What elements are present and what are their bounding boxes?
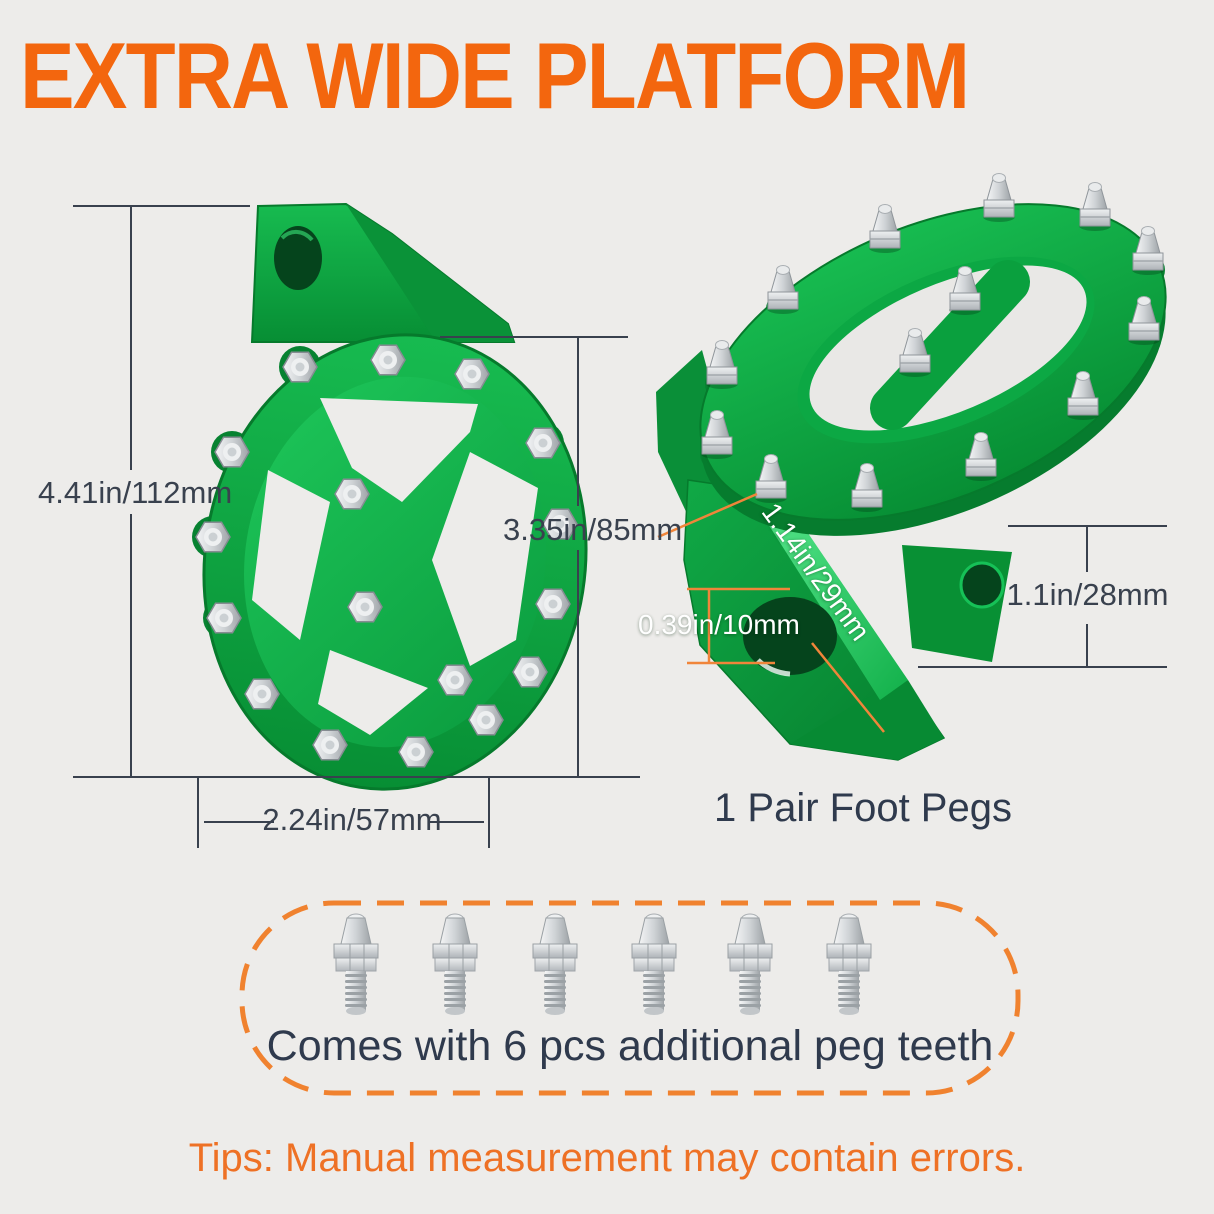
page-title: EXTRA WIDE PLATFORM <box>20 23 970 128</box>
side-threaded-hole <box>959 561 1005 609</box>
platform3d-center-brace <box>870 260 1030 430</box>
included-parts-caption: Comes with 6 pcs additional peg teeth <box>266 1022 994 1070</box>
dimension-label-height: 4.41in/112mm <box>38 475 233 510</box>
dimension-label-width: 2.24in/57mm <box>262 802 442 837</box>
annotation-lines-orange <box>657 492 885 733</box>
dimension-lines <box>73 205 1167 848</box>
included-parts-dashed-box <box>239 900 1021 1096</box>
footpeg-body <box>656 350 1012 761</box>
peg-tooth-bolt-icon <box>333 913 379 1016</box>
peg-tooth-bolt-icon <box>826 913 872 1016</box>
pair-caption: 1 Pair Foot Pegs <box>714 786 1012 830</box>
dimension-label-platform: 3.35in/85mm <box>503 512 683 547</box>
footpeg-mount-bracket <box>250 202 516 343</box>
dimension-label-hole: 0.39in/10mm <box>638 609 800 640</box>
peg-tooth-bolt-icon <box>631 913 677 1016</box>
additional-peg-teeth-icons <box>333 913 872 1016</box>
mount-ramp-face <box>744 486 908 700</box>
bracket-hole <box>274 226 322 290</box>
mount-bolt-hole <box>743 597 837 675</box>
platform-cutouts <box>252 398 538 735</box>
peg-tooth-bolt-icon <box>432 913 478 1016</box>
footpeg-top-view-illustration <box>192 202 588 791</box>
dimension-label-mount-height: 1.1in/28mm <box>1006 577 1169 612</box>
peg-tooth-bolt-icon <box>727 913 773 1016</box>
peg-tooth-bolt-icon <box>532 913 578 1016</box>
tips-note: Tips: Manual measurement may contain err… <box>188 1136 1026 1180</box>
footpeg-3d-view-illustration <box>656 172 1167 761</box>
